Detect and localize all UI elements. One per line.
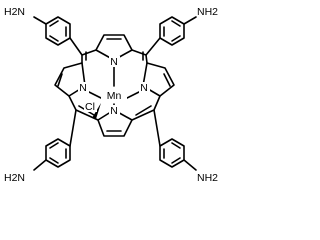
porphyrin-structure: N N N N Mn Cl H2N NH2 H2N NH2: [4, 6, 218, 184]
chloride-label: Cl: [85, 101, 95, 113]
aminophenyl-top-left: [33, 16, 83, 56]
amine-bottom-left-label: H2N: [4, 172, 25, 184]
nitrogen-bottom-label: N: [110, 105, 118, 117]
nitrogen-right-label: N: [140, 82, 148, 94]
aminophenyl-bottom-left: [33, 109, 77, 171]
aminophenyl-bottom-right: [153, 109, 197, 171]
amine-top-right-label: NH2: [197, 6, 218, 18]
amine-bottom-right-label: NH2: [197, 172, 218, 184]
metal-label: Mn: [107, 90, 122, 102]
atom-labels: N N N N Mn Cl H2N NH2 H2N NH2: [4, 6, 218, 184]
nitrogen-top-label: N: [110, 56, 118, 68]
aminophenyl-top-right: [145, 16, 197, 56]
amine-top-left-label: H2N: [4, 6, 25, 18]
molecule-diagram: N N N N Mn Cl H2N NH2 H2N NH2: [4, 6, 218, 184]
nitrogen-left-label: N: [79, 82, 87, 94]
macrocycle-bonds: [54, 34, 175, 137]
